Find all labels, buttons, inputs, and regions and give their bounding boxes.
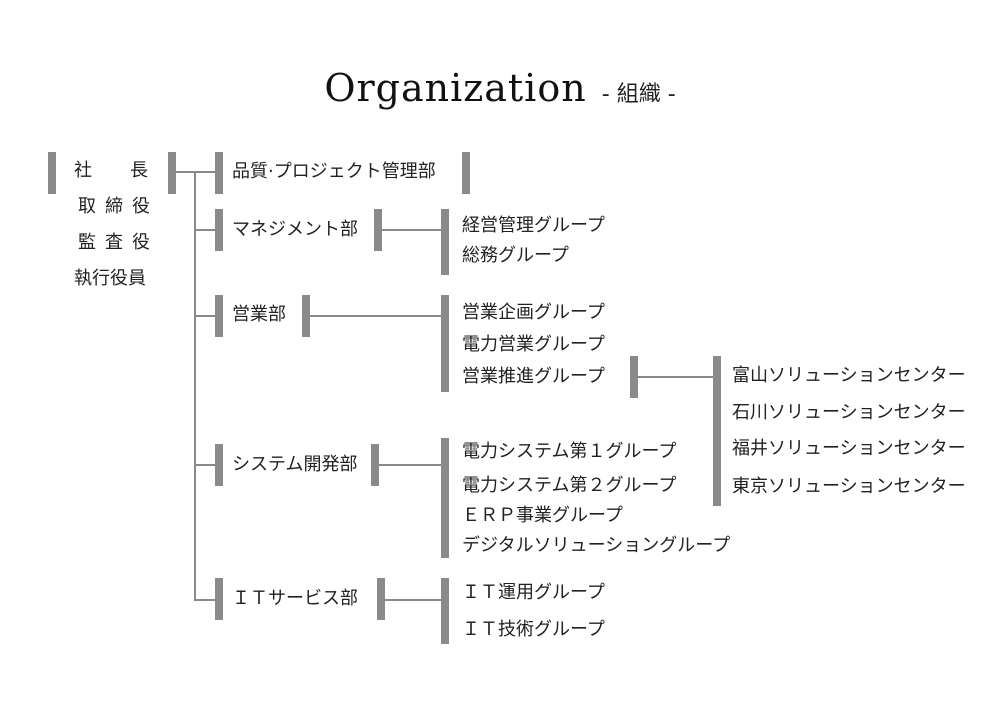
center-2: 石川ソリューションセンター bbox=[732, 402, 966, 423]
it-group-1: ＩＴ運用グループ bbox=[462, 582, 605, 603]
management-group-2: 総務グループ bbox=[462, 245, 569, 266]
center-3: 福井ソリューションセンター bbox=[732, 438, 966, 459]
management-bar-left bbox=[215, 209, 223, 251]
it-connector bbox=[385, 599, 442, 601]
leadership-bar-right bbox=[168, 152, 176, 194]
sales-group-3: 営業推進グループ bbox=[462, 366, 605, 387]
center-4: 東京ソリューションセンター bbox=[732, 476, 966, 497]
trunk-line bbox=[194, 171, 196, 600]
sales-dept-label: 営業部 bbox=[232, 304, 286, 325]
president-label: 社 長 bbox=[74, 160, 148, 181]
page-title: Organization - 組織 - bbox=[0, 66, 1000, 110]
it-groups-bar bbox=[441, 578, 449, 644]
systems-group-3: ＥＲＰ事業グループ bbox=[462, 505, 623, 526]
quality-bar-left bbox=[215, 152, 223, 194]
sales-group-2: 電力営業グループ bbox=[462, 334, 605, 355]
title-sub: - 組織 - bbox=[601, 82, 676, 107]
systems-group-2: 電力システム第２グループ bbox=[462, 475, 677, 496]
systems-group-4: デジタルソリューショングループ bbox=[462, 535, 731, 556]
systems-dept-label: システム開発部 bbox=[232, 454, 358, 475]
sales-promo-connector bbox=[638, 376, 714, 378]
it-group-2: ＩＴ技術グループ bbox=[462, 619, 605, 640]
branch-sales bbox=[194, 315, 216, 317]
management-connector bbox=[382, 229, 442, 231]
officers-label: 執行役員 bbox=[74, 268, 146, 289]
centers-bar bbox=[713, 356, 721, 506]
systems-bar-left bbox=[215, 444, 223, 486]
sales-connector bbox=[310, 315, 442, 317]
sales-group-1: 営業企画グループ bbox=[462, 302, 605, 323]
management-groups-bar bbox=[441, 209, 449, 275]
systems-groups-bar bbox=[441, 438, 449, 558]
directors-label: 取 締 役 bbox=[78, 196, 150, 217]
sales-bar-left bbox=[215, 295, 223, 337]
systems-bar-right bbox=[371, 444, 379, 486]
branch-quality bbox=[194, 171, 216, 173]
sales-promo-bar bbox=[630, 356, 638, 398]
branch-management bbox=[194, 229, 216, 231]
sales-bar-right bbox=[302, 295, 310, 337]
management-bar-right bbox=[374, 209, 382, 251]
quality-bar-right bbox=[462, 152, 470, 194]
it-bar-left bbox=[215, 578, 223, 620]
it-dept-label: ＩＴサービス部 bbox=[232, 588, 358, 609]
auditors-label: 監 査 役 bbox=[78, 232, 150, 253]
center-1: 富山ソリューションセンター bbox=[732, 365, 966, 386]
leadership-bar-left bbox=[48, 152, 56, 194]
quality-dept-label: 品質·プロジェクト管理部 bbox=[232, 161, 436, 182]
title-main: Organization bbox=[324, 66, 587, 110]
management-group-1: 経営管理グループ bbox=[462, 215, 605, 236]
branch-systems bbox=[194, 464, 216, 466]
management-dept-label: マネジメント部 bbox=[232, 219, 358, 240]
systems-group-1: 電力システム第１グループ bbox=[462, 441, 677, 462]
systems-connector bbox=[379, 464, 442, 466]
it-bar-right bbox=[377, 578, 385, 620]
sales-groups-bar bbox=[441, 295, 449, 392]
branch-it bbox=[194, 599, 216, 601]
